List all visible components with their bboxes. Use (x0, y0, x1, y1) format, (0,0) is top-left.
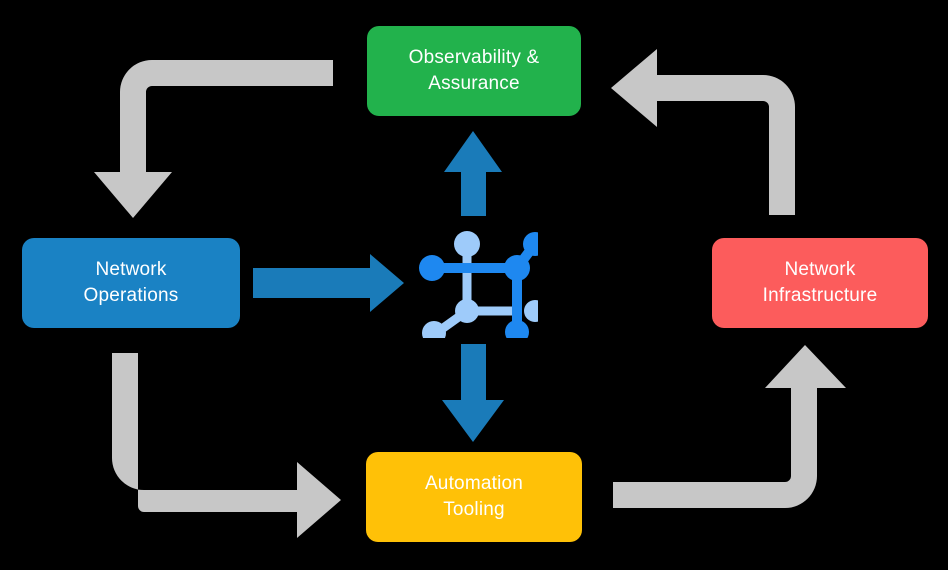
topology-dark-nodes (419, 232, 538, 338)
node-network-infrastructure[interactable]: Network Infrastructure (712, 238, 928, 328)
connector-center-to-observability (444, 131, 502, 216)
connector-ops-to-automation (112, 353, 341, 538)
connector-automation-to-infrastructure (613, 345, 846, 508)
node-network-operations[interactable]: Network Operations (22, 238, 240, 328)
topology-light-edges (434, 239, 522, 336)
connector-infrastructure-to-observability (611, 49, 795, 215)
network-topology-icon (419, 231, 538, 338)
node-observability-label: Observability & Assurance (408, 47, 540, 94)
topology-light-nodes (422, 231, 538, 338)
connector-center-to-automation (442, 344, 504, 442)
node-automation-tooling[interactable]: Automation Tooling (366, 452, 582, 542)
node-network-operations-label: Network Operations (83, 259, 179, 306)
connector-observability-to-ops (94, 60, 333, 218)
node-observability-assurance[interactable]: Observability & Assurance (367, 26, 581, 116)
connector-ops-to-center (253, 254, 404, 312)
node-network-infrastructure-label: Network Infrastructure (762, 259, 878, 306)
node-automation-tooling-label: Automation Tooling (424, 473, 524, 520)
